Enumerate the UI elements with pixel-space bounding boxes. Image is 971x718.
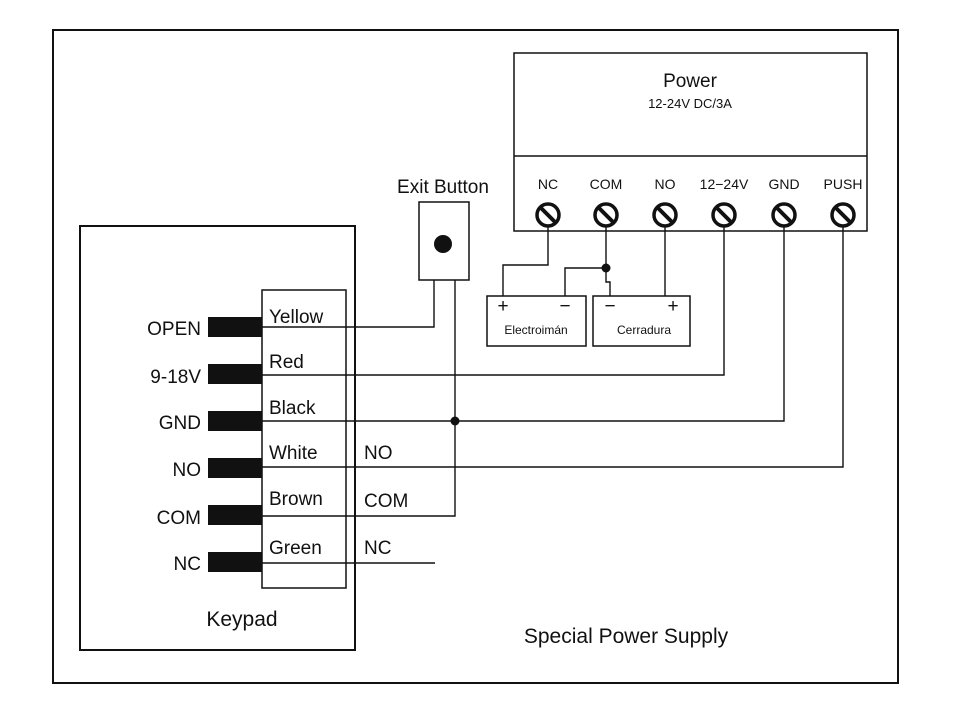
wire-brown <box>262 280 456 517</box>
exit-button: Exit Button <box>397 177 489 281</box>
diagram-caption: Special Power Supply <box>524 625 729 648</box>
pin-label-9-18v: 9-18V <box>150 367 201 388</box>
pin-connector-9-18v <box>208 364 262 384</box>
pin-label-no: NO <box>173 460 202 481</box>
wire-label-red: Red <box>269 352 304 373</box>
terminal-screw-com <box>593 202 619 228</box>
wire-label-yellow: Yellow <box>269 307 324 328</box>
keypad-body <box>79 225 356 651</box>
pin-label-open: OPEN <box>147 319 201 340</box>
wire-nc-electroiman <box>502 226 549 296</box>
keypad-wire-label-box <box>261 289 347 589</box>
terminal-screw-push <box>830 202 856 228</box>
wire-label-black: Black <box>269 398 316 419</box>
exit-button-knob-icon <box>434 235 452 253</box>
pin-connector-nc <box>208 552 262 572</box>
cerradura-box <box>592 295 691 347</box>
electroiman-box <box>486 295 587 347</box>
cerradura-minus: − <box>604 296 615 317</box>
junction-com <box>601 263 611 273</box>
pin-connector-gnd <box>208 411 262 431</box>
wire-com-cerradura <box>605 268 611 296</box>
keypad: Keypad OPEN 9-18V GND NO COM NC Yellow R… <box>79 225 408 651</box>
electroiman-minus: − <box>559 296 570 317</box>
keypad-title: Keypad <box>206 608 277 631</box>
wiring <box>262 226 844 564</box>
terminal-screw-gnd <box>771 202 797 228</box>
terminal-label-12-24v: 12−24V <box>700 176 749 192</box>
wire-yellow <box>262 280 435 328</box>
power-supply-body <box>513 52 868 232</box>
power-title: Power <box>663 71 718 92</box>
cerradura-label: Cerradura <box>617 323 671 337</box>
power-supply: Power 12-24V DC/3A NC COM NO 12−24V GND … <box>513 52 868 232</box>
junction-gnd <box>450 416 460 426</box>
terminal-label-com: COM <box>590 176 623 192</box>
terminal-label-nc: NC <box>538 176 558 192</box>
cerradura-plus: + <box>667 296 678 317</box>
terminal-screw-12-24v <box>711 202 737 228</box>
pin-label-gnd: GND <box>159 413 201 434</box>
wire-red <box>262 226 725 376</box>
pin-label-nc: NC <box>174 554 201 575</box>
contact-label-nc: NC <box>364 538 391 559</box>
lock-electroiman: + − Electroimán <box>486 295 587 347</box>
electroiman-label: Electroimán <box>504 323 567 337</box>
pin-label-com: COM <box>157 508 201 529</box>
wire-label-brown: Brown <box>269 489 323 510</box>
diagram-frame <box>52 29 899 684</box>
pin-connector-open <box>208 317 262 337</box>
electroiman-plus: + <box>497 296 508 317</box>
terminal-label-gnd: GND <box>768 176 799 192</box>
pin-connector-com <box>208 505 262 525</box>
pin-connector-no <box>208 458 262 478</box>
power-rating: 12-24V DC/3A <box>648 96 732 111</box>
terminal-label-push: PUSH <box>824 176 863 192</box>
wire-label-white: White <box>269 443 318 464</box>
lock-cerradura: − + Cerradura <box>592 295 691 347</box>
terminal-screw-no <box>652 202 678 228</box>
terminal-label-no: NO <box>655 176 676 192</box>
wire-label-green: Green <box>269 538 322 559</box>
terminal-screw-nc <box>535 202 561 228</box>
contact-label-com: COM <box>364 491 408 512</box>
exit-button-label: Exit Button <box>397 177 489 198</box>
wire-black <box>262 226 785 422</box>
wire-com-electroiman <box>564 267 606 296</box>
contact-label-no: NO <box>364 443 393 464</box>
